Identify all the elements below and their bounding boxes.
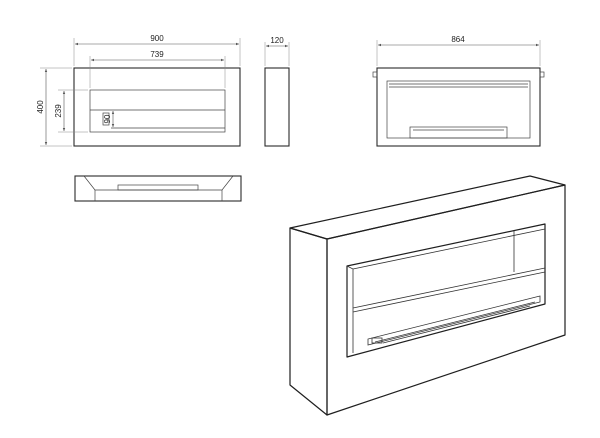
dim-opening-width-label: 739 [150, 50, 164, 59]
back-left-bracket [372, 71, 378, 78]
isometric-view [289, 175, 566, 416]
iso-firebox-shelf-front [352, 271, 546, 313]
side-outline [264, 67, 290, 147]
back-right-bracket [539, 71, 545, 78]
iso-burner-slot-2 [382, 305, 531, 344]
top-inner-chamfer [83, 175, 234, 191]
front-opening [89, 89, 226, 133]
iso-side-face [289, 227, 328, 416]
back-burner-box [409, 126, 508, 139]
iso-top-face [289, 175, 566, 240]
dim-depth-label: 120 [270, 36, 284, 45]
front-burner-mark [102, 112, 110, 126]
front-outer-frame [73, 67, 241, 147]
iso-opening [346, 223, 546, 358]
top-burner [117, 184, 199, 191]
back-view: 864 [372, 35, 545, 147]
dim-overall-width-label: 900 [150, 34, 164, 43]
iso-firebox-shelf [352, 267, 546, 309]
dim-back-width-label: 864 [451, 35, 465, 44]
dim-overall-height-label: 400 [36, 100, 45, 114]
iso-opening-inner-top [352, 228, 546, 270]
top-view [74, 175, 242, 202]
front-view: 900 739 400 239 90 [36, 34, 241, 147]
iso-burner-handle [371, 337, 383, 344]
iso-burner [367, 295, 541, 346]
back-outer-frame [376, 67, 541, 147]
iso-front-face [326, 184, 566, 416]
dim-opening-height-label: 239 [54, 104, 63, 118]
dim-burner-height-label: 90 [103, 114, 112, 123]
iso-burner-slot [374, 301, 536, 343]
iso-opening-inner-wall [346, 265, 354, 353]
back-inner-panel [386, 80, 531, 139]
side-view: 120 [264, 36, 290, 147]
top-outline [74, 175, 242, 202]
